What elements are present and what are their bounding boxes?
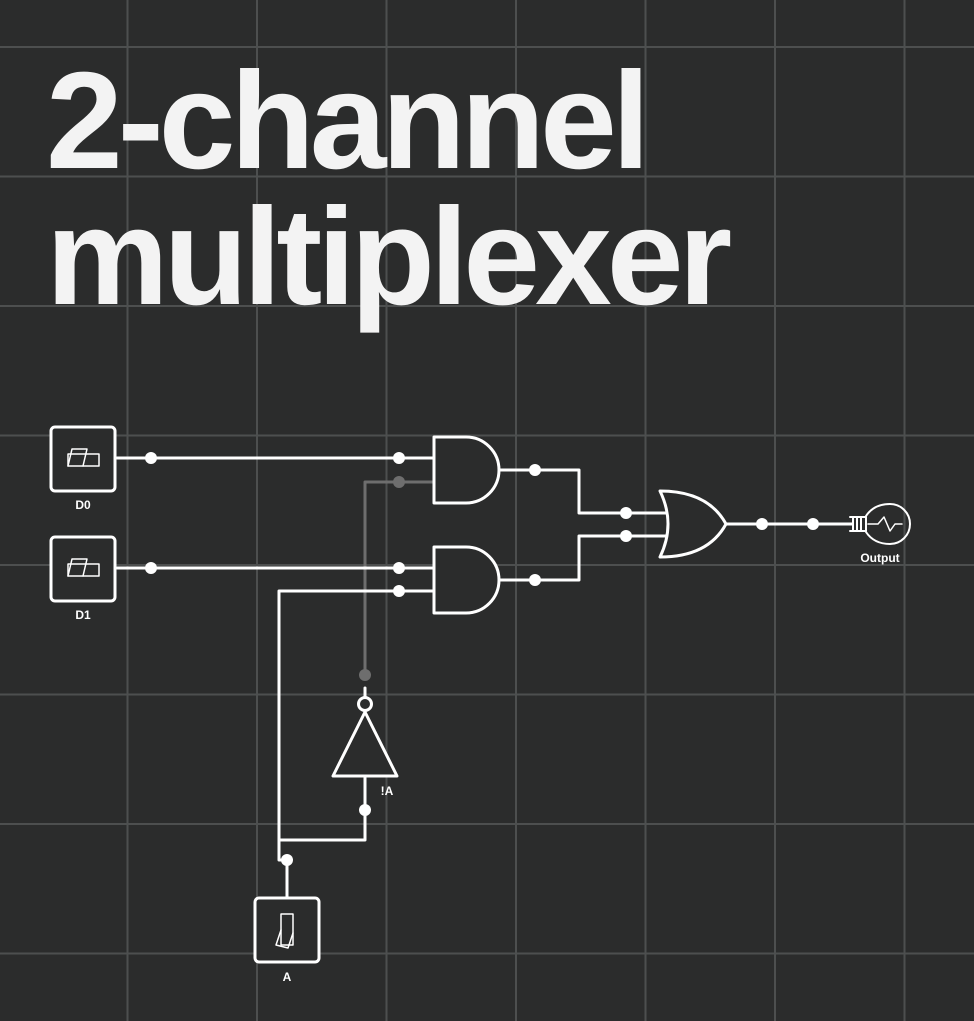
- wire-and2-to-or[interactable]: [498, 534, 670, 582]
- junction-dot: [529, 574, 541, 586]
- junction-dot: [281, 854, 293, 866]
- junction-dot: [145, 452, 157, 464]
- label-a: A: [283, 970, 292, 984]
- junction-dot: [145, 562, 157, 574]
- or-gate[interactable]: [658, 489, 728, 559]
- junction-dot: [393, 562, 405, 574]
- junction-dot: [807, 518, 819, 530]
- and-gate-1[interactable]: [432, 435, 501, 505]
- toggle-switch-icon: [275, 913, 294, 949]
- junction-dot: [620, 507, 632, 519]
- junction-dot: [359, 669, 371, 681]
- label-output: Output: [860, 551, 899, 565]
- label-not-a: !A: [381, 784, 394, 798]
- wire-a-to-and2[interactable]: [277, 589, 436, 899]
- title-line-2: multiplexer: [46, 180, 732, 334]
- label-d1: D1: [75, 608, 91, 622]
- junction-dot: [756, 518, 768, 530]
- input-switch-d0[interactable]: [49, 425, 117, 493]
- input-switch-a[interactable]: [253, 896, 321, 964]
- junction-dot: [393, 452, 405, 464]
- not-gate[interactable]: [331, 710, 399, 778]
- wire-and1-to-or[interactable]: [498, 468, 670, 515]
- junction-dot: [529, 464, 541, 476]
- junction-dot: [359, 804, 371, 816]
- wire-nota-to-and1[interactable]: [363, 480, 436, 677]
- junction-dot: [393, 585, 405, 597]
- label-d0: D0: [75, 498, 91, 512]
- input-switch-d1[interactable]: [49, 535, 117, 603]
- toggle-switch-icon: [67, 558, 100, 577]
- junction-dot: [620, 530, 632, 542]
- not-gate-bubble: [357, 696, 373, 712]
- wire-a-to-not[interactable]: [277, 776, 367, 842]
- junction-dot: [393, 476, 405, 488]
- light-bulb-icon: [849, 503, 911, 545]
- toggle-switch-icon: [67, 448, 100, 467]
- and-gate-2[interactable]: [432, 545, 501, 615]
- connection-dots: [145, 452, 819, 866]
- title-line-1: 2-channel: [46, 44, 650, 198]
